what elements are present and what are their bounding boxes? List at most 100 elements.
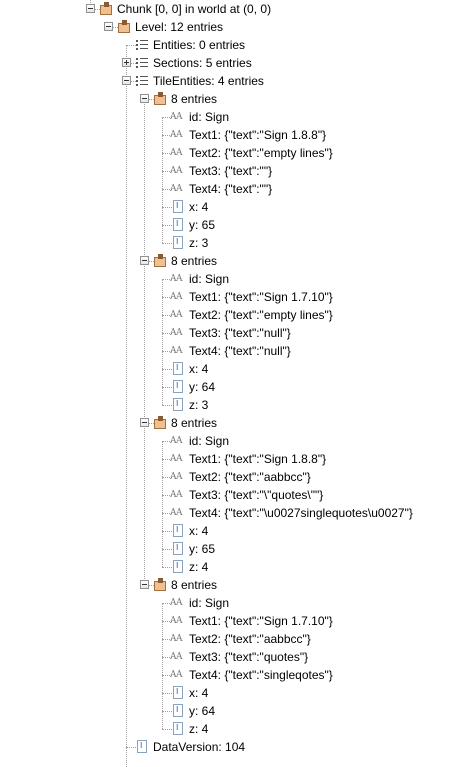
int-tag-icon [170, 217, 186, 233]
tree-guide-line [144, 99, 145, 585]
tree-node[interactable]: z: 4 [0, 720, 473, 738]
collapse-toggle[interactable] [122, 76, 131, 85]
tree-node[interactable]: y: 65 [0, 216, 473, 234]
tree-connector [162, 171, 172, 172]
tree-node[interactable]: y: 65 [0, 540, 473, 558]
tree-node[interactable]: 8 entries [0, 90, 473, 108]
tree-connector [162, 387, 172, 388]
string-tag-icon: AA [170, 346, 183, 356]
tree-node-label: 8 entries [171, 578, 218, 592]
tree-connector [162, 621, 172, 622]
tree-guide-line [126, 45, 127, 747]
tree-node[interactable]: Sections: 5 entries [0, 54, 473, 72]
collapse-toggle[interactable] [140, 94, 149, 103]
tree-node[interactable]: z: 3 [0, 234, 473, 252]
tree-node[interactable]: x: 4 [0, 360, 473, 378]
tree-node-label: Text1: {"text":"Sign 1.8.8"} [189, 452, 327, 466]
tree-node-label: Text2: {"text":"empty lines"} [189, 308, 333, 322]
collapse-toggle[interactable] [104, 22, 113, 31]
tree-node-label: id: Sign [189, 110, 230, 124]
list-tag-icon [134, 37, 150, 53]
tree-node-label: z: 4 [189, 560, 209, 574]
tree-connector [162, 117, 172, 118]
collapse-toggle[interactable] [140, 256, 149, 265]
int-tag-icon [170, 721, 186, 737]
tree-node[interactable]: DataVersion: 104 [0, 738, 473, 756]
tree-node[interactable]: 8 entries [0, 576, 473, 594]
collapse-toggle[interactable] [140, 580, 149, 589]
tree-connector [162, 189, 172, 190]
tree-node[interactable]: x: 4 [0, 522, 473, 540]
tree-node-label: z: 3 [189, 236, 209, 250]
string-tag-icon: AA [170, 616, 183, 626]
tree-connector [162, 315, 172, 316]
tree-node-label: z: 3 [189, 398, 209, 412]
tree-connector [126, 747, 136, 748]
tree-node[interactable]: Level: 12 entries [0, 18, 473, 36]
tree-node[interactable]: z: 4 [0, 558, 473, 576]
string-tag-icon: AA [170, 436, 183, 446]
tree-node-label: Text4: {"text":"singleqotes"} [189, 668, 333, 682]
tree-node-label: id: Sign [189, 434, 230, 448]
tree-node-label: Text3: {"text":"quotes"} [189, 650, 309, 664]
tree-node-label: y: 64 [189, 704, 216, 718]
tree-node[interactable]: Chunk [0, 0] in world at (0, 0) [0, 0, 473, 18]
tree-node[interactable]: x: 4 [0, 198, 473, 216]
tree-guide-line [162, 117, 163, 243]
tree-node-label: Text1: {"text":"Sign 1.7.10"} [189, 614, 333, 628]
tree-guide-line [162, 279, 163, 405]
tree-node[interactable]: z: 3 [0, 396, 473, 414]
tree-connector [162, 225, 172, 226]
tree-node[interactable]: AA Text1: {"text":"Sign 1.7.10"} [0, 612, 473, 630]
expand-toggle[interactable] [122, 58, 131, 67]
tree-node[interactable]: AA id: Sign [0, 432, 473, 450]
tree-node[interactable]: TileEntities: 4 entries [0, 72, 473, 90]
tree-connector [162, 477, 172, 478]
tree-node[interactable]: 8 entries [0, 252, 473, 270]
tree-connector [162, 693, 172, 694]
tree-node[interactable]: y: 64 [0, 702, 473, 720]
tree-node[interactable]: Entities: 0 entries [0, 36, 473, 54]
int-tag-icon [170, 361, 186, 377]
collapse-toggle[interactable] [86, 4, 95, 13]
tree-connector [162, 711, 172, 712]
tree-connector [162, 567, 172, 568]
tree-node[interactable]: 8 entries [0, 414, 473, 432]
tree-connector [162, 333, 172, 334]
compound-tag-icon [152, 91, 168, 107]
tree-connector [162, 135, 172, 136]
tree-connector [108, 27, 118, 28]
tree-connector [162, 405, 172, 406]
tree-node-label: Level: 12 entries [135, 20, 224, 34]
string-tag-icon: AA [170, 184, 183, 194]
tree-node[interactable]: y: 64 [0, 378, 473, 396]
collapse-toggle[interactable] [140, 418, 149, 427]
tree-connector [144, 423, 154, 424]
tree-connector [162, 351, 172, 352]
tree-connector [90, 9, 100, 10]
tree-connector [162, 549, 172, 550]
tree-connector [162, 675, 172, 676]
tree-guide-line [90, 0, 91, 5]
tree-node[interactable]: x: 4 [0, 684, 473, 702]
string-tag-icon: AA [170, 274, 183, 284]
